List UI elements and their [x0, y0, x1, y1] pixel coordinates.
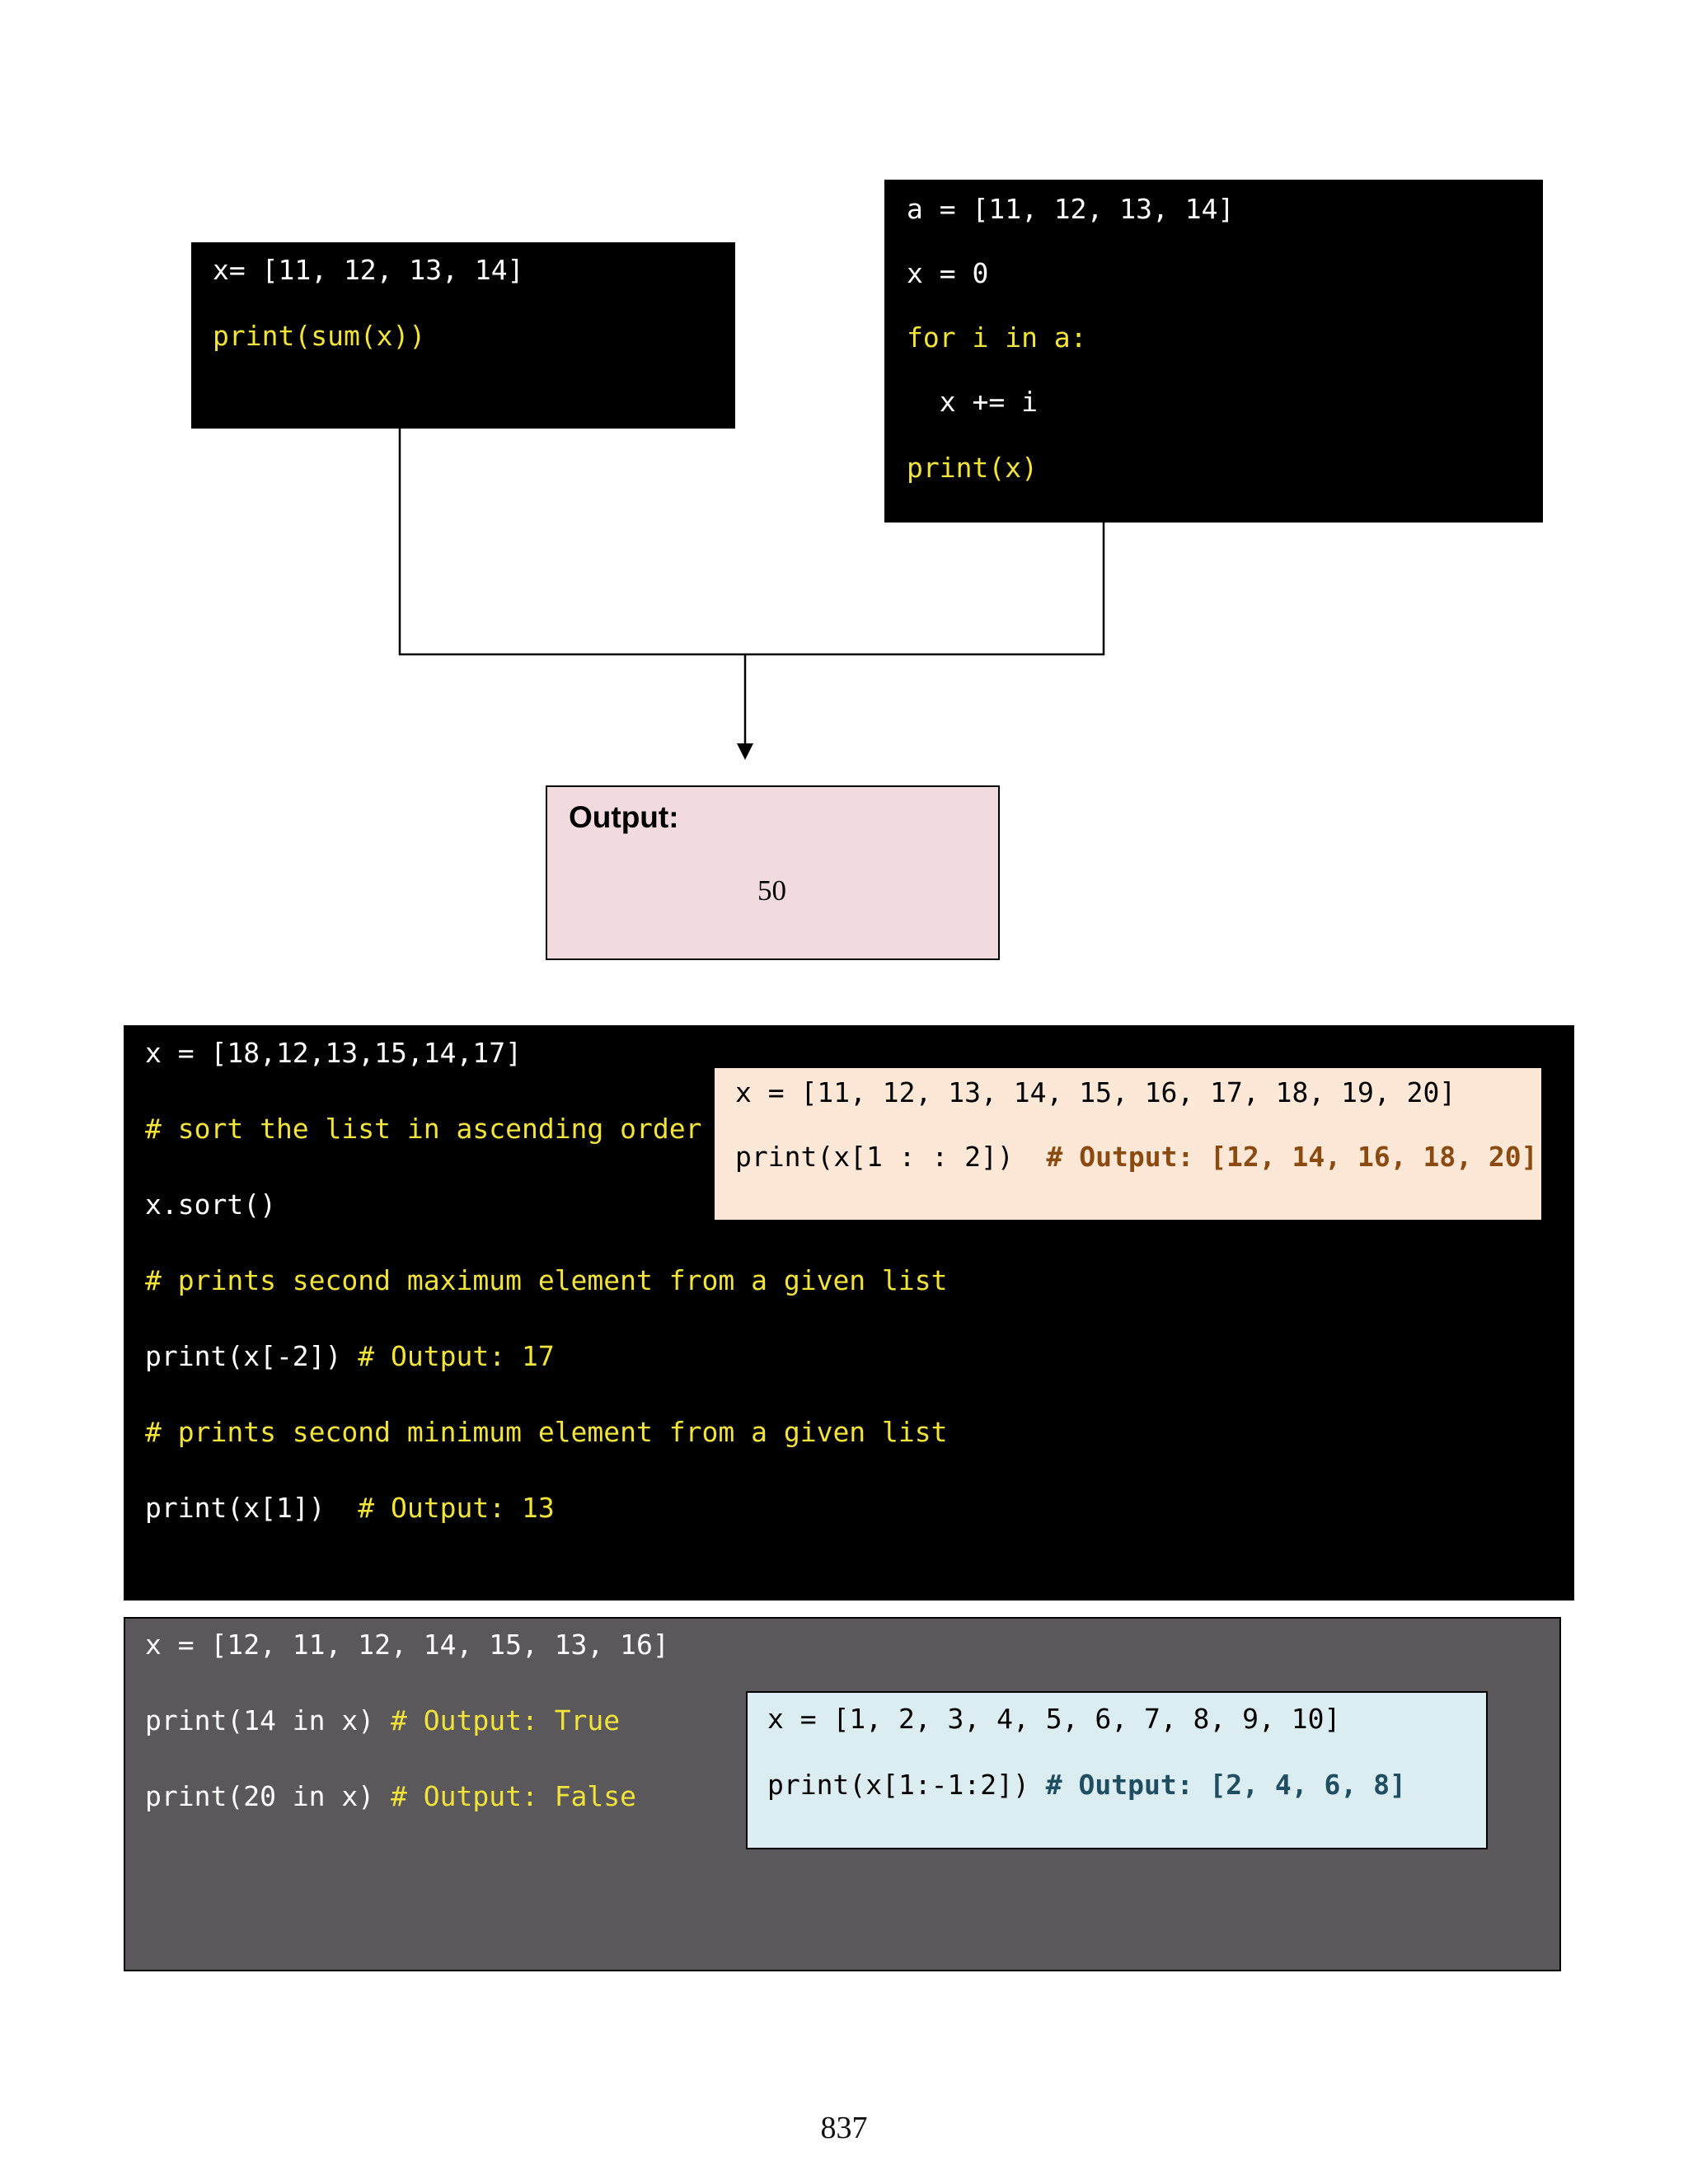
code-line: print(sum(x))	[213, 320, 426, 352]
code-line: x = [1, 2, 3, 4, 5, 6, 7, 8, 9, 10]	[767, 1703, 1341, 1735]
code-line: print(x[1]) # Output: 13	[145, 1492, 555, 1525]
code-block-loop: a = [11, 12, 13, 14] x = 0 for i in a: x…	[884, 180, 1543, 523]
output-value: 50	[757, 874, 786, 907]
code-comment: # prints second minimum element from a g…	[145, 1416, 948, 1448]
code-text: print(x[1:-1:2])	[767, 1769, 1046, 1801]
code-comment: # Output: 17	[358, 1340, 555, 1372]
code-line: x = 0	[907, 257, 989, 289]
code-comment: # Output: False	[391, 1780, 637, 1812]
code-line: print(x[-2]) # Output: 17	[145, 1340, 555, 1373]
page-number: 837	[820, 2111, 868, 2145]
code-line: print(14 in x) # Output: True	[145, 1704, 620, 1737]
code-text: print(x[1])	[145, 1492, 359, 1524]
code-block-slice-negative: x = [1, 2, 3, 4, 5, 6, 7, 8, 9, 10] prin…	[746, 1691, 1488, 1849]
code-line: print(x[1:-1:2]) # Output: [2, 4, 6, 8]	[767, 1769, 1406, 1802]
code-line: x= [11, 12, 13, 14]	[213, 254, 524, 286]
code-line: x.sort()	[145, 1188, 276, 1221]
code-line: x += i	[907, 386, 1038, 418]
code-block-sum: x= [11, 12, 13, 14] print(sum(x))	[191, 242, 735, 429]
code-block-sort: x = [18,12,13,15,14,17] # sort the list …	[124, 1025, 1574, 1601]
output-label: Output:	[569, 800, 679, 834]
code-text: print(14 in x)	[145, 1704, 392, 1736]
code-comment: # Output: 13	[358, 1492, 555, 1524]
code-line: a = [11, 12, 13, 14]	[907, 193, 1235, 225]
code-line: for i in a:	[907, 321, 1087, 354]
code-comment: # sort the list in ascending order	[145, 1113, 702, 1145]
code-comment: # prints second maximum element from a g…	[145, 1264, 948, 1296]
connector-line	[398, 429, 1105, 656]
code-comment: # Output: [12, 14, 16, 18, 20]	[1046, 1141, 1538, 1173]
code-line: x = [12, 11, 12, 14, 15, 13, 16]	[145, 1629, 669, 1661]
code-block-slice-step: x = [11, 12, 13, 14, 15, 16, 17, 18, 19,…	[715, 1068, 1541, 1220]
output-box: Output: 50	[546, 785, 1000, 960]
code-comment: # Output: True	[391, 1704, 621, 1736]
code-line: print(20 in x) # Output: False	[145, 1780, 636, 1813]
code-line: print(x)	[907, 452, 1038, 484]
code-text: print(20 in x)	[145, 1780, 392, 1812]
code-comment: # Output: [2, 4, 6, 8]	[1045, 1769, 1406, 1801]
code-block-membership: x = [12, 11, 12, 14, 15, 13, 16] print(1…	[124, 1617, 1561, 1971]
code-text: print(x[-2])	[145, 1340, 359, 1372]
arrow-head-icon	[737, 743, 753, 760]
code-text: print(x[1 : : 2])	[735, 1141, 1047, 1173]
code-line: x = [18,12,13,15,14,17]	[145, 1037, 522, 1069]
code-line: x = [11, 12, 13, 14, 15, 16, 17, 18, 19,…	[735, 1076, 1456, 1108]
code-line: print(x[1 : : 2]) # Output: [12, 14, 16,…	[735, 1141, 1538, 1174]
